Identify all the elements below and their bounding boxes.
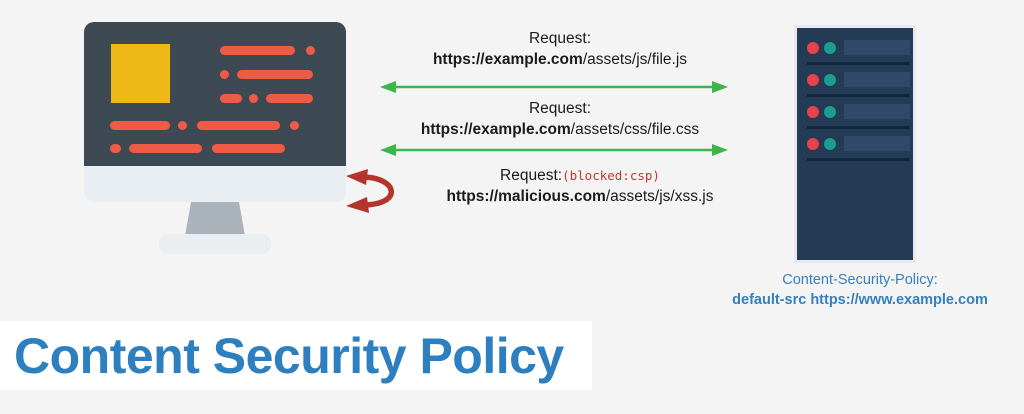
page-title: Content Security Policy bbox=[14, 328, 564, 384]
screen-text-dot bbox=[290, 121, 299, 130]
monitor-screen bbox=[84, 22, 346, 166]
flow-path: /assets/js/xss.js bbox=[605, 188, 714, 205]
server-red-led-icon bbox=[807, 74, 819, 86]
monitor-chin bbox=[84, 166, 346, 202]
server-teal-led-icon bbox=[824, 74, 836, 86]
flow-host: https://example.com bbox=[432, 51, 583, 68]
flow-path: /assets/js/file.js bbox=[582, 51, 688, 68]
server-bay-row bbox=[807, 136, 910, 152]
screen-text-dot bbox=[249, 94, 258, 103]
screen-text-bar bbox=[110, 121, 170, 130]
screen-text-bar bbox=[266, 94, 313, 103]
server-bay-row bbox=[807, 40, 910, 56]
flow-prefix: Request: bbox=[500, 167, 563, 184]
arrow-request-css bbox=[380, 144, 728, 156]
flow-prefix: Request: bbox=[528, 30, 592, 47]
server-drive-slot bbox=[844, 40, 910, 55]
screen-text-dot bbox=[306, 46, 315, 55]
flow-label-request-js: Request: https://example.com/assets/js/f… bbox=[360, 28, 760, 70]
screen-text-bar bbox=[110, 144, 121, 153]
server-drive-slot bbox=[844, 104, 910, 119]
flow-label-request-xss: Request:(blocked:csp) https://malicious.… bbox=[400, 165, 760, 207]
server-drive-slot bbox=[844, 136, 910, 151]
screen-text-bar bbox=[237, 70, 313, 79]
screen-text-dot bbox=[178, 121, 187, 130]
server-red-led-icon bbox=[807, 106, 819, 118]
client-monitor-illustration bbox=[84, 22, 346, 262]
server-teal-led-icon bbox=[824, 138, 836, 150]
title-banner bbox=[0, 321, 592, 390]
flow-host: https://malicious.com bbox=[446, 188, 606, 205]
screen-text-bar bbox=[220, 94, 242, 103]
server-bay-row bbox=[807, 72, 910, 88]
server-chassis bbox=[794, 25, 916, 263]
arrow-request-js bbox=[380, 81, 728, 93]
flow-path: /assets/css/file.css bbox=[570, 121, 700, 138]
server-divider bbox=[807, 62, 909, 65]
server-divider bbox=[807, 126, 909, 129]
server-drive-slot bbox=[844, 72, 910, 87]
server-red-led-icon bbox=[807, 138, 819, 150]
monitor-stand-base bbox=[159, 234, 271, 254]
server-divider bbox=[807, 158, 909, 161]
server-divider bbox=[807, 94, 909, 97]
server-red-led-icon bbox=[807, 42, 819, 54]
flow-host: https://example.com bbox=[420, 121, 571, 138]
blocked-csp-tag: (blocked:csp) bbox=[562, 168, 660, 183]
arrow-blocked-xss bbox=[346, 169, 394, 213]
screen-text-bar bbox=[212, 144, 285, 153]
screen-text-bar bbox=[129, 144, 202, 153]
flow-prefix: Request: bbox=[528, 100, 592, 117]
csp-header-caption: Content-Security-Policy: default-src htt… bbox=[700, 270, 1020, 310]
screen-text-bar bbox=[197, 121, 280, 130]
flow-label-request-css: Request: https://example.com/assets/css/… bbox=[360, 98, 760, 140]
screen-text-dot bbox=[220, 70, 229, 79]
screen-content-block bbox=[111, 44, 170, 103]
csp-header-name: Content-Security-Policy: bbox=[782, 272, 938, 288]
server-bay-row bbox=[807, 104, 910, 120]
server-teal-led-icon bbox=[824, 106, 836, 118]
monitor-stand-neck bbox=[185, 202, 245, 236]
server-teal-led-icon bbox=[824, 42, 836, 54]
csp-directive: default-src https://www.example.com bbox=[732, 292, 988, 308]
web-server-illustration bbox=[794, 25, 916, 263]
screen-text-bar bbox=[220, 46, 295, 55]
